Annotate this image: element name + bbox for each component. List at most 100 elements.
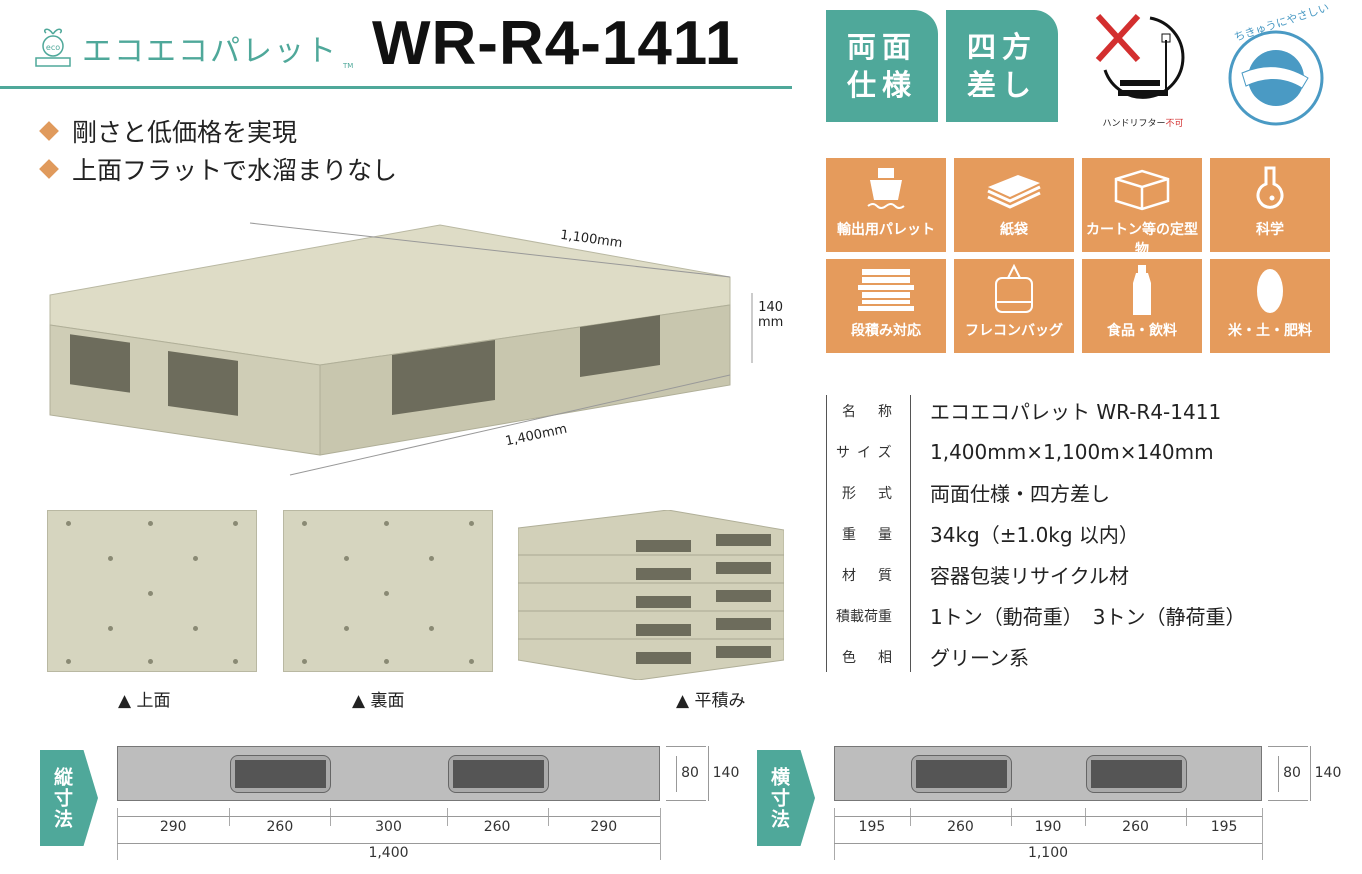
segment-length: 190 — [1034, 819, 1062, 835]
badge-line: 四方 — [966, 30, 1037, 64]
dimension-line — [1084, 816, 1187, 817]
spec-value: エコエコパレット WR-R4-1411 — [930, 400, 1222, 424]
feature-text: 上面フラットで水溜まりなし — [72, 156, 398, 185]
opening-height: 80 — [1283, 765, 1301, 781]
use-label: 段積み対応 — [851, 323, 921, 339]
segment-length: 290 — [159, 819, 187, 835]
spec-row: 形式両面仕様・四方差し — [836, 472, 1110, 513]
spec-key: 積載荷重 — [836, 608, 892, 625]
extension-line — [834, 808, 835, 860]
height-dimension-line — [708, 746, 709, 801]
segment-length: 260 — [947, 819, 974, 835]
flask-icon — [1210, 158, 1330, 220]
dimension-line — [229, 816, 331, 817]
dimension-line — [909, 816, 1012, 817]
segment-length: 260 — [483, 819, 511, 835]
segment-length: 300 — [375, 819, 402, 835]
hand-lifter-label: ハンドリフター不可 — [1090, 116, 1196, 129]
hand-lifter-warning: 不可 — [1165, 119, 1184, 129]
use-label: フレコンバッグ — [965, 323, 1063, 339]
diagram-label-tab: 横寸法 — [757, 750, 815, 846]
top-view-photo — [47, 510, 257, 672]
spec-divider — [910, 395, 911, 672]
total-dimension-line — [117, 843, 660, 844]
stacked-pallet-icon — [826, 259, 946, 321]
flexible-container-bag-icon — [954, 259, 1074, 321]
spec-key: 形式 — [842, 485, 914, 502]
spec-row: 名称エコエコパレット WR-R4-1411 — [836, 390, 1221, 431]
opening-height: 80 — [681, 765, 699, 781]
dim-height-value: 140 — [758, 300, 784, 315]
use-label: 米・土・肥料 — [1228, 323, 1312, 339]
ship-icon — [826, 158, 946, 220]
height-dimension — [666, 746, 706, 801]
total-height: 140 — [712, 765, 740, 781]
extension-line — [117, 808, 118, 860]
dimension-line — [1186, 816, 1262, 817]
eco-logo-icon: eco — [34, 24, 72, 70]
use-label: 食品・飲料 — [1107, 323, 1177, 339]
extension-line — [660, 808, 661, 860]
fork-opening — [447, 755, 549, 793]
spec-value: グリーン系 — [930, 646, 1029, 670]
segment-length: 195 — [1210, 819, 1238, 835]
badge-line: 仕様 — [846, 68, 917, 102]
spec-row: 積載荷重 1トン（動荷重） 3トン（静荷重） — [836, 595, 1245, 636]
bottle-icon — [1082, 259, 1202, 321]
spec-left-rule — [826, 395, 827, 672]
spec-key: 名称 — [842, 403, 914, 420]
spec-row: サイズ 1,400mm×1,100m×140mm — [836, 431, 1214, 472]
total-dimension-line — [834, 843, 1262, 844]
dim-height-unit: mm — [758, 315, 784, 330]
diamond-icon — [39, 121, 59, 141]
segment-length: 260 — [1122, 819, 1149, 835]
use-tile: 食品・飲料 — [1082, 259, 1202, 353]
eco-earth-logo: ちきゅうにやさしい — [1212, 1, 1340, 128]
carton-box-icon — [1082, 158, 1202, 220]
spec-key: サイズ — [836, 444, 899, 461]
feature-text: 剛さと低価格を実現 — [72, 118, 298, 147]
diagram-label: 縦寸法 — [51, 766, 73, 830]
use-tile: 米・土・肥料 — [1210, 259, 1330, 353]
caption-stacked: ▲ 平積み — [676, 691, 746, 711]
use-label: 輸出用パレット — [837, 222, 935, 238]
opening-dimension-line — [676, 756, 677, 792]
hand-lifter-not-allowed-icon: ハンドリフター不可 — [1090, 10, 1196, 129]
pallet-side-profile — [117, 746, 660, 801]
extension-line — [547, 808, 549, 826]
dimension-line — [834, 816, 910, 817]
spec-value: 1,400mm×1,100m×140mm — [930, 439, 1214, 464]
diagram-label: 横寸法 — [768, 766, 790, 830]
extension-line — [1262, 808, 1263, 860]
bottom-view-photo — [283, 510, 493, 672]
dimension-line — [1011, 816, 1085, 817]
rice-grain-icon — [1210, 259, 1330, 321]
badge-line: 両面 — [846, 30, 917, 64]
use-label: カートン等の定型物 — [1086, 222, 1198, 258]
use-label: 科学 — [1256, 222, 1284, 238]
diagram-label-tab: 縦寸法 — [40, 750, 98, 846]
height-dimension-line — [1310, 746, 1311, 801]
stacked-pallets-photo — [517, 509, 785, 681]
spec-value: 両面仕様・四方差し — [930, 482, 1110, 506]
pallet-photo — [40, 215, 800, 485]
diamond-icon — [39, 159, 59, 179]
feature-item: 上面フラットで水溜まりなし — [39, 151, 398, 187]
hand-lifter-text: ハンドリフター — [1102, 119, 1166, 129]
height-dimension — [1268, 746, 1308, 801]
spec-value: 1トン（動荷重） 3トン（静荷重） — [930, 605, 1246, 629]
opening-dimension-line — [1278, 756, 1279, 792]
svg-text:eco: eco — [46, 43, 60, 52]
use-tile: 紙袋 — [954, 158, 1074, 252]
spec-key: 材質 — [842, 567, 914, 584]
use-label: 紙袋 — [1000, 222, 1028, 238]
extension-line — [330, 808, 332, 826]
fork-opening — [910, 755, 1013, 793]
dimension-line — [446, 816, 548, 817]
extension-line — [1011, 808, 1013, 826]
segment-length: 290 — [590, 819, 618, 835]
header-divider — [0, 86, 792, 89]
trademark: TM — [343, 62, 354, 70]
